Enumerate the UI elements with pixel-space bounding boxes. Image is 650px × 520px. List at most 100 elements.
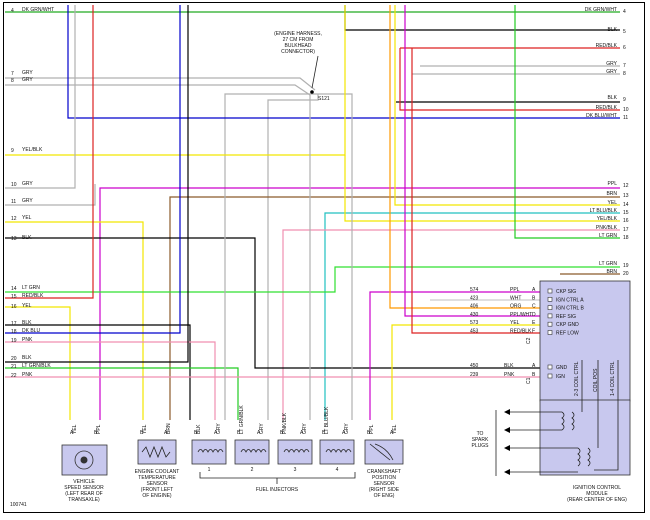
splice-dot	[310, 90, 314, 94]
left-pin-num-18: 18	[11, 329, 17, 335]
injector-coil-icon-2	[240, 449, 267, 453]
ect-pin-b: B	[140, 430, 144, 436]
right-pin-color-6: RED/BLK	[596, 43, 618, 49]
icm-coil-label-23: 2-3 COIL CTRL	[574, 361, 580, 396]
right-pin-color-19: LT GRN	[599, 261, 617, 267]
icm-c2-circuit-B: 423	[470, 295, 479, 301]
icm-c2-circuit-A: 574	[470, 287, 479, 293]
wire-gry-10	[5, 5, 76, 189]
icm-c2-terminal-B	[547, 296, 553, 302]
injector-2-pin-a-color: GRY	[259, 423, 265, 434]
ect-pin-b-color: YEL	[142, 424, 148, 434]
icm-c2-terminal-D	[547, 313, 553, 319]
icm-c2-pin-B: B	[532, 295, 536, 301]
ckp-title-4: (RIGHT SIDE	[369, 487, 400, 493]
spark-label-3: PLUGS	[472, 443, 490, 449]
injector-num-4: 4	[336, 467, 339, 473]
right-pin-color-20: BRN	[606, 269, 617, 275]
wire-redblk-15-left	[5, 5, 94, 299]
injector-2-pin-a: A	[257, 430, 261, 436]
injector-4-pin-a: A	[342, 430, 346, 436]
spark-label-2: SPARK	[472, 437, 489, 443]
left-pin-num-13: 13	[11, 236, 17, 242]
harness-note-line-2: 27 CM FROM	[283, 37, 314, 43]
wire-icm-org-406	[389, 5, 540, 309]
right-pin-num-13: 13	[623, 193, 629, 199]
wire-yelblk-16	[344, 155, 620, 222]
icm-c2-color-E: YEL	[510, 320, 520, 326]
ect-title-5: OF ENGINE)	[142, 493, 172, 499]
left-pin-num-10: 10	[11, 182, 17, 188]
wire-blk-5	[344, 5, 620, 31]
vss-title-3: (LEFT REAR OF	[65, 491, 102, 497]
wire-icm-yel-573	[391, 324, 540, 420]
spark-arrow-4	[504, 469, 510, 475]
icm-title-1: IGNITION CONTROL	[573, 485, 621, 491]
right-pin-color-15: LT BLU/BLK	[590, 208, 618, 214]
icm-c2-circuit-E: 573	[470, 320, 479, 326]
ckp-mark-icon	[369, 443, 391, 461]
icm-c1-pin-B: B	[532, 372, 536, 378]
icm-c2-circuit-D: 430	[470, 312, 479, 318]
ckp-body	[364, 439, 404, 465]
injector-3-pin-a-color: GRY	[302, 423, 308, 434]
icm-c1-circuit-A: 450	[470, 363, 479, 369]
right-pin-color-4: DK GRN/WHT	[585, 7, 617, 13]
wire-pnkblk-17	[282, 229, 620, 420]
left-pin-num-21: 21	[11, 364, 17, 370]
left-pin-num-16: 16	[11, 304, 17, 310]
injector-coil-icon-3	[283, 449, 310, 453]
spark-plug-outputs: TO SPARK PLUGS	[472, 409, 578, 476]
icm-c2-signal-B: IGN CTRL A	[556, 297, 584, 303]
right-pin-num-15: 15	[623, 210, 629, 216]
ckp-title-3: SENSOR	[373, 481, 395, 487]
wire-icm-redblk-453	[411, 48, 540, 334]
right-pin-color-16: YEL/BLK	[597, 216, 618, 222]
left-pin-color-13: BLK	[22, 235, 32, 241]
right-pin-num-19: 19	[623, 263, 629, 269]
right-pin-color-14: YEL	[608, 200, 618, 206]
injector-2-pin-b-color: LT GRN/BLK	[239, 405, 245, 434]
harness-note-arrow	[311, 55, 319, 89]
vss-pin-b-color: PPL	[96, 424, 102, 434]
right-pin-color-7: GRY	[606, 61, 617, 67]
icm-c2-signal-F: REF LOW	[556, 331, 579, 337]
left-pin-color-9: YEL/BLK	[22, 147, 43, 153]
injector-coil-icon-4	[325, 449, 352, 453]
injector-1-pin-b-color: BLK	[196, 424, 202, 434]
right-pin-color-10: RED/BLK	[596, 105, 618, 111]
icm-c2-pin-F: F	[532, 329, 535, 335]
injector-num-2: 2	[251, 467, 254, 473]
right-pin-color-11: DK BLU/WHT	[586, 113, 617, 119]
injectors-title: FUEL INJECTORS	[256, 487, 299, 493]
wire-gry-8-left	[5, 84, 311, 96]
vss-pin-a: A	[70, 430, 74, 436]
wire-ltgrn-18	[514, 5, 620, 239]
icm-c1-terminal-B	[547, 373, 553, 379]
right-pin-num-8: 8	[623, 71, 626, 77]
wire-ltgrn-19	[5, 266, 620, 293]
vss-pin-b: B	[94, 430, 98, 436]
ect-title-3: SENSOR	[146, 481, 168, 487]
left-pin-num-7: 7	[11, 71, 14, 77]
wire-dkblu-18	[5, 5, 181, 334]
left-pin-color-14: LT GRN	[22, 285, 40, 291]
left-pin-color-17: BLK	[22, 320, 32, 326]
wire-blk-13-left	[5, 237, 540, 369]
right-pin-color-18: LT GRN	[599, 233, 617, 239]
ckp-pin-b-color: PPL	[369, 424, 375, 434]
ect-title-4: (FRONT LEFT	[141, 487, 173, 493]
right-pin-num-7: 7	[623, 63, 626, 69]
icm-c2-signal-E: CKP GND	[556, 322, 579, 328]
wire-brn-13	[169, 196, 620, 420]
right-pin-color-5: BLK	[608, 27, 618, 33]
icm-c2-pin-C: C	[532, 304, 536, 310]
ckp-pin-a-color: YEL	[392, 424, 398, 434]
icm-c1-color-B: PNK	[504, 372, 515, 378]
right-pin-num-14: 14	[623, 202, 629, 208]
